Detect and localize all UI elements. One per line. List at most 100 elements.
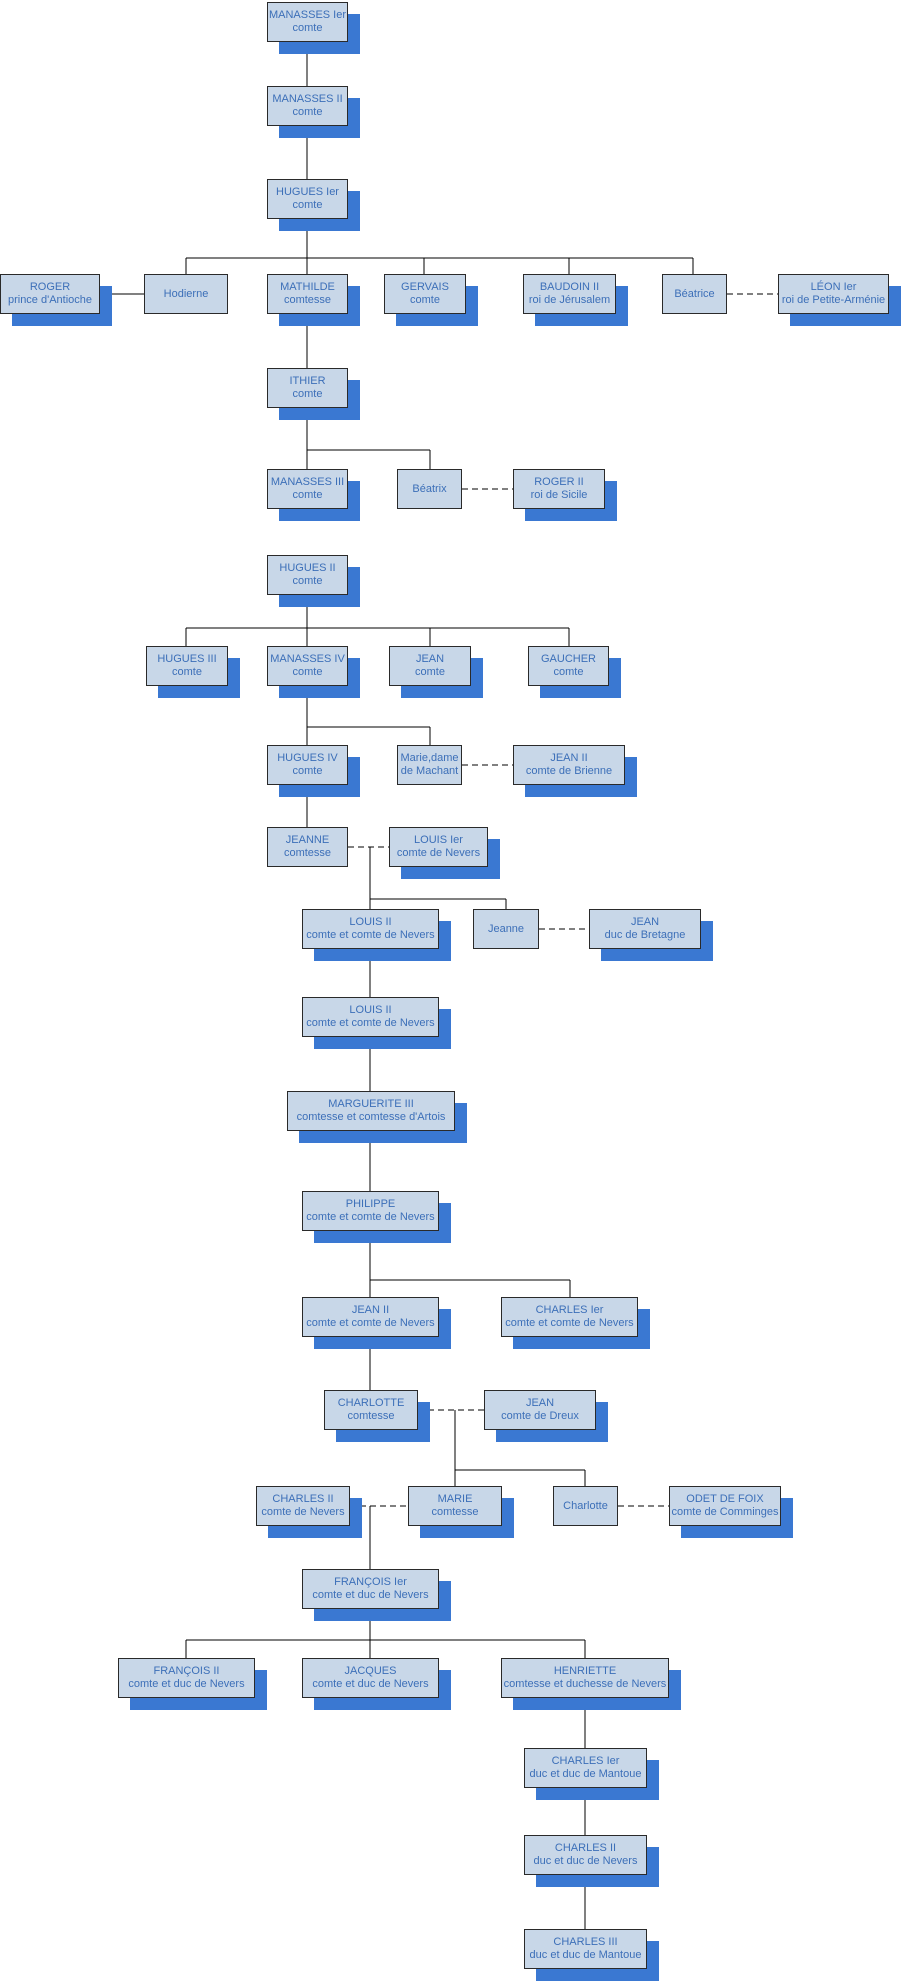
person-title: comtesse: [283, 294, 332, 306]
person-name: LOUIS Ier: [414, 834, 463, 846]
person-title: comtesse: [431, 1506, 479, 1518]
person-title: comte: [292, 666, 323, 678]
person-name: GERVAIS: [401, 281, 449, 293]
person-title: comte de Brienne: [525, 765, 613, 777]
person-title: comte et duc de Nevers: [128, 1678, 245, 1690]
person-name: JEAN II: [351, 1304, 390, 1316]
person-title: de Machant: [400, 765, 459, 777]
person-title: comte de Dreux: [501, 1410, 579, 1422]
person-name: CHARLES II: [272, 1493, 334, 1505]
person-name: ROGER II: [534, 476, 584, 488]
person-title: comte et duc de Nevers: [312, 1589, 429, 1601]
person-title: duc et duc de Mantoue: [529, 1949, 642, 1961]
person-title: duc de Bretagne: [604, 929, 686, 941]
person-name: CHARLES Ier: [551, 1755, 620, 1767]
person-title: comtesse et duchesse de Nevers: [503, 1678, 667, 1690]
person-title: comte et comte de Nevers: [306, 929, 435, 941]
person-title: comte et duc de Nevers: [312, 1678, 429, 1690]
person-title: comte de Comminges: [671, 1506, 779, 1518]
person-node-beatrix: Béatrix: [397, 469, 462, 509]
person-name: ODET DE FOIX: [686, 1493, 764, 1505]
person-title: comte: [415, 666, 445, 678]
person-name: Hodierne: [163, 287, 209, 300]
person-name: FRANÇOIS Ier: [334, 1576, 407, 1588]
person-name: HENRIETTE: [553, 1665, 617, 1677]
person-name: BAUDOIN II: [539, 281, 600, 293]
person-name: MANASSES IV: [270, 653, 345, 665]
person-name: Jeanne: [487, 922, 525, 935]
person-name: Charlotte: [563, 1499, 608, 1512]
person-name: ROGER: [29, 281, 71, 293]
person-name: MARGUERITE III: [328, 1098, 414, 1110]
person-title: comtesse: [283, 847, 332, 859]
person-name: JEAN II: [550, 752, 588, 764]
person-title: comte de Nevers: [261, 1506, 345, 1518]
person-name: JACQUES: [344, 1665, 397, 1677]
person-title: comte et comte de Nevers: [306, 1317, 435, 1329]
person-node-hodierne: Hodierne: [144, 274, 228, 314]
person-name: CHARLOTTE: [337, 1397, 405, 1409]
person-name: CHARLES III: [553, 1936, 618, 1948]
person-title: comte: [292, 489, 323, 501]
person-name: MARIE: [437, 1493, 473, 1505]
person-title: duc et duc de Nevers: [533, 1855, 638, 1867]
person-title: comte: [292, 575, 323, 587]
person-name: CHARLES II: [554, 1842, 617, 1854]
person-title: comte et comte de Nevers: [306, 1017, 435, 1029]
person-name: Marie,dame: [400, 752, 459, 764]
person-name: HUGUES III: [157, 653, 217, 665]
person-name: LOUIS II: [349, 916, 392, 928]
person-name: Béatrice: [674, 287, 715, 300]
person-title: prince d'Antioche: [7, 294, 93, 306]
person-node-beatrice: Béatrice: [662, 274, 727, 314]
person-node-charlotte: Charlotte: [553, 1486, 618, 1526]
person-name: FRANÇOIS II: [153, 1665, 220, 1677]
person-title: duc et duc de Mantoue: [529, 1768, 642, 1780]
person-title: comte: [292, 388, 323, 400]
person-name: GAUCHER: [540, 653, 596, 665]
person-name: LÉON Ier: [810, 281, 857, 293]
person-node-jeanne: Jeanne: [473, 909, 539, 949]
person-name: MANASSES III: [270, 476, 345, 488]
person-title: roi de Jérusalem: [528, 294, 611, 306]
person-name: Béatrix: [412, 482, 447, 495]
person-title: comte et comte de Nevers: [306, 1211, 435, 1223]
person-name: JEAN: [630, 916, 660, 928]
person-title: comte: [292, 106, 323, 118]
person-name: MANASSES Ier: [268, 9, 347, 21]
person-title: comte: [410, 294, 440, 306]
